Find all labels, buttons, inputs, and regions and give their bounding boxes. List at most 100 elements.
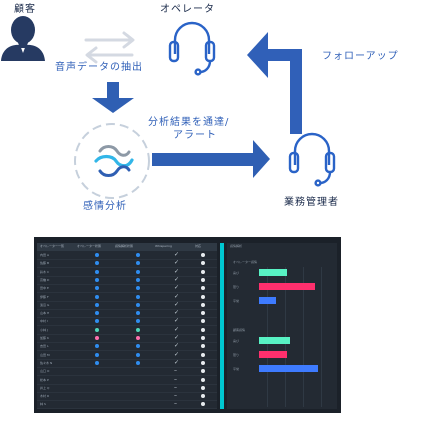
operator-name-cell: 田中 E	[40, 286, 49, 291]
whisper-check-icon[interactable]: ✓	[174, 358, 180, 366]
bar-label: 平常	[233, 367, 240, 371]
operator-name-cell: 山本 H	[40, 311, 50, 316]
emotion-bar	[259, 297, 277, 304]
action-dot-icon[interactable]	[201, 344, 205, 349]
whisper-check-icon[interactable]: ✓	[174, 284, 180, 292]
action-dot-icon[interactable]	[201, 352, 205, 357]
action-dot-icon[interactable]	[201, 286, 205, 291]
bar-label: 喜び	[233, 339, 240, 343]
column-header: Whispering	[155, 244, 172, 248]
emotion-dot-icon	[136, 336, 140, 340]
panel2-title: 顧客感情	[233, 328, 246, 332]
emotion-panels: 感情解析 オペレーター感情 喜び怒り平常 顧客感情 喜び怒り平常	[227, 243, 337, 409]
action-dot-icon[interactable]	[201, 302, 205, 307]
supervisor-label: 業務管理者	[284, 197, 339, 208]
action-dot-icon[interactable]	[201, 385, 205, 390]
operator-name-cell: 中村 I	[40, 319, 48, 324]
follow-up-arrow	[247, 32, 302, 134]
status-dot-icon	[95, 261, 99, 266]
table-row[interactable]: 井上 Q–	[37, 383, 217, 393]
emotion-dot-icon	[136, 344, 140, 349]
analysis-notify-label-line1: 分析結果を通達/	[148, 117, 230, 128]
operator-name-cell: 小林 J	[40, 327, 48, 332]
action-dot-icon[interactable]	[201, 394, 205, 399]
emotion-analysis-label: 感情分析	[83, 201, 127, 212]
table-row[interactable]: 山本 H ✓	[37, 309, 217, 319]
whisper-check-icon[interactable]: ✓	[174, 251, 180, 258]
table-row[interactable]: 木村 R–	[37, 392, 217, 402]
bar-label: 怒り	[233, 285, 240, 289]
table-row[interactable]: 伊藤 F✓	[37, 292, 217, 302]
whisper-check-icon[interactable]: –	[174, 367, 177, 375]
table-row[interactable]: 高橋 D ✓	[37, 275, 217, 285]
table-row[interactable]: 山口 O–	[37, 367, 217, 377]
table-row[interactable]: 内田 A✓	[37, 251, 217, 260]
whisper-check-icon[interactable]: ✓	[174, 275, 180, 283]
whisper-check-icon[interactable]: ✓	[174, 309, 180, 317]
table-row[interactable]: 渡辺 G ✓	[37, 300, 217, 310]
table-row[interactable]: 松本 P–	[37, 375, 217, 385]
table-row[interactable]: 田中 E ✓	[37, 284, 217, 294]
table-row[interactable]: 林 S–	[37, 400, 217, 410]
action-dot-icon[interactable]	[201, 402, 205, 407]
action-dot-icon[interactable]	[201, 277, 205, 282]
action-dot-icon[interactable]	[201, 336, 205, 340]
action-dot-icon[interactable]	[201, 311, 205, 316]
customer-label: 顧客	[14, 4, 36, 15]
action-dot-icon[interactable]	[201, 360, 205, 365]
down-arrow	[92, 82, 134, 113]
status-dot-icon	[95, 302, 99, 307]
operator-name-cell: 高橋 D	[40, 277, 50, 282]
status-dot-icon	[95, 327, 99, 332]
status-dot-icon	[95, 277, 99, 282]
whisper-check-icon[interactable]: –	[174, 375, 177, 383]
table-row[interactable]: 中村 I ✓	[37, 317, 217, 327]
table-row[interactable]: 山田 M✓	[37, 350, 217, 360]
whisper-check-icon[interactable]: ✓	[174, 259, 180, 267]
table-row[interactable]: 小林 J ✓	[37, 325, 217, 335]
whisper-check-icon[interactable]: –	[174, 392, 177, 400]
action-dot-icon[interactable]	[201, 319, 205, 324]
table-row[interactable]: 加藤 K ✓	[37, 334, 217, 343]
emotion-dot-icon	[136, 294, 140, 299]
action-dot-icon[interactable]	[201, 269, 205, 274]
table-row[interactable]: 吉田 L ✓	[37, 342, 217, 352]
status-dot-icon	[95, 286, 99, 291]
whisper-check-icon[interactable]: ✓	[174, 350, 180, 358]
action-dot-icon[interactable]	[201, 369, 205, 374]
action-dot-icon[interactable]	[201, 327, 205, 332]
action-dot-icon[interactable]	[201, 253, 205, 257]
emotion-dot-icon	[136, 327, 140, 332]
whisper-check-icon[interactable]: –	[174, 383, 177, 391]
action-dot-icon[interactable]	[201, 294, 205, 299]
operator-headset-icon	[168, 21, 216, 76]
operator-name-cell: 佐藤 B	[40, 261, 50, 266]
table-title: オペレーター一覧	[40, 244, 65, 248]
whisper-check-icon[interactable]: ✓	[174, 342, 180, 350]
operator-name-cell: 佐々木 N	[40, 360, 53, 365]
whisper-check-icon[interactable]: ✓	[174, 267, 180, 275]
action-dot-icon[interactable]	[201, 261, 205, 266]
whisper-check-icon[interactable]: ✓	[174, 325, 180, 333]
operator-name-cell: 渡辺 G	[40, 302, 50, 307]
operator-name-cell: 吉田 L	[40, 344, 49, 349]
whisper-check-icon[interactable]: ✓	[174, 334, 180, 341]
emotion-dot-icon	[136, 360, 140, 365]
operator-name-cell: 加藤 K	[40, 336, 49, 340]
column-header: 対応	[195, 244, 202, 248]
column-header: 感情解析状態	[115, 244, 134, 248]
emotion-dot-icon	[136, 261, 140, 266]
whisper-check-icon[interactable]: ✓	[174, 300, 180, 308]
whisper-check-icon[interactable]: ✓	[174, 317, 180, 325]
operator-name-cell: 林 S	[40, 402, 46, 407]
table-row[interactable]: 佐藤 B ✓	[37, 259, 217, 269]
table-row[interactable]: 鈴木 C✓	[37, 267, 217, 277]
column-header: オペレーター状態	[77, 244, 102, 248]
whisper-check-icon[interactable]: –	[174, 400, 177, 408]
status-dot-icon	[95, 294, 99, 299]
whisper-check-icon[interactable]: ✓	[174, 292, 180, 300]
status-dot-icon	[95, 360, 99, 365]
table-row[interactable]: 佐々木 N ✓	[37, 358, 217, 368]
action-dot-icon[interactable]	[201, 377, 205, 382]
